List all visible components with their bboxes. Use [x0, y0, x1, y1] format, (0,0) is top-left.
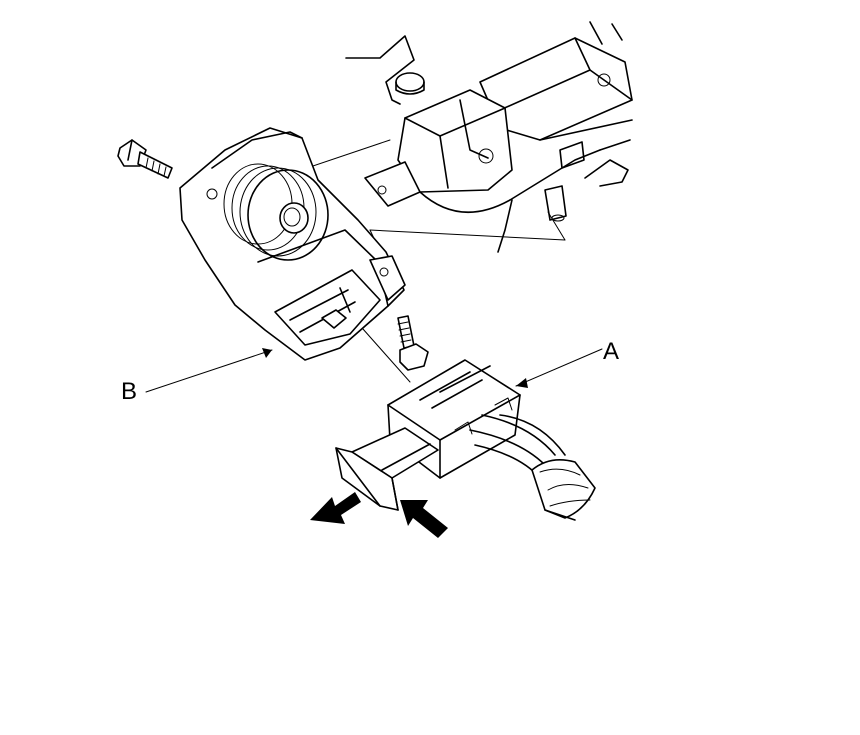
bolt-upper: [117, 139, 173, 179]
connector-a: [335, 359, 596, 521]
label-leaders: [145, 348, 603, 393]
label-a: A: [603, 338, 620, 365]
bolt-lower: [397, 315, 429, 371]
push-arrow: [400, 500, 448, 538]
ignition-switch-body: [179, 127, 406, 361]
label-b: B: [121, 378, 138, 405]
steering-column: [345, 21, 633, 253]
pull-arrow: [310, 492, 361, 524]
